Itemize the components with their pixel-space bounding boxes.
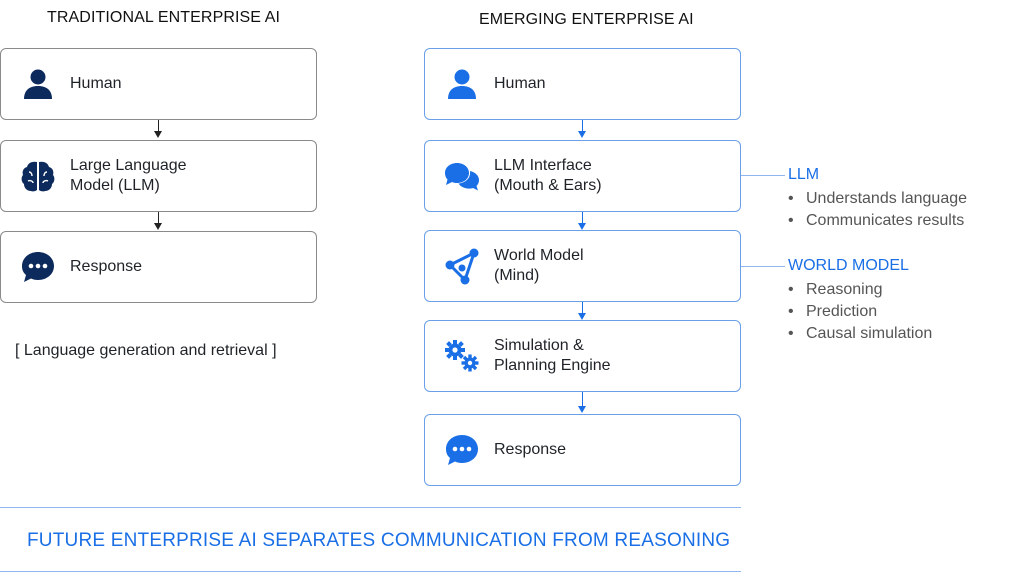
left-llm-box: Large Language Model (LLM) [0,140,317,212]
list-item: Prediction [788,301,932,323]
right-llm-interface-box: LLM Interface (Mouth & Ears) [424,140,741,212]
right-arrow-1-head [578,131,586,138]
right-simulation-label: Simulation & Planning Engine [494,337,611,374]
left-arrow-2 [158,212,159,224]
network-icon [445,248,479,285]
left-llm-label: Large Language Model (LLM) [70,157,187,194]
right-human-box: Human [424,48,741,120]
list-item: Understands language [788,188,967,210]
brain-icon [21,161,55,192]
llm-annotation-list: Understands language Communicates result… [788,188,967,232]
left-response-box: Response [0,231,317,303]
world-model-connector-line [741,266,785,267]
right-arrow-2 [582,212,583,224]
gears-icon [445,340,479,372]
footer-bottom-divider [0,571,741,572]
chat-bubble-icon [22,252,54,282]
left-arrow-1 [158,120,159,132]
right-llm-interface-label: LLM Interface (Mouth & Ears) [494,157,602,194]
left-human-label: Human [70,75,122,92]
right-arrow-1 [582,120,583,132]
right-arrow-3-head [578,313,586,320]
person-icon [24,69,52,99]
footer-top-divider [0,507,741,508]
left-caption: [ Language generation and retrieval ] [15,342,277,359]
chat-bubble-icon [446,435,478,465]
llm-annotation-title: LLM [788,166,820,183]
list-item: Causal simulation [788,323,932,345]
person-icon [448,69,476,99]
right-response-label: Response [494,441,567,458]
footer-banner-text: FUTURE ENTERPRISE AI SEPARATES COMMUNICA… [27,530,731,551]
right-column-title: EMERGING ENTERPRISE AI [479,11,694,28]
left-response-label: Response [70,258,143,275]
right-human-label: Human [494,75,546,92]
right-arrow-4-head [578,406,586,413]
right-response-box: Response [424,414,741,486]
right-arrow-3 [582,302,583,314]
right-world-model-box: World Model (Mind) [424,230,741,302]
left-arrow-1-head [154,131,162,138]
left-column-title: TRADITIONAL ENTERPRISE AI [47,9,281,26]
llm-connector-line [741,175,785,176]
left-arrow-2-head [154,223,162,230]
right-arrow-2-head [578,223,586,230]
right-arrow-4 [582,392,583,407]
right-simulation-box: Simulation & Planning Engine [424,320,741,392]
world-model-annotation-title: WORLD MODEL [788,257,909,274]
right-world-model-label: World Model (Mind) [494,247,584,284]
left-human-box: Human [0,48,317,120]
list-item: Communicates results [788,210,967,232]
chat-bubbles-icon [445,163,479,191]
list-item: Reasoning [788,279,932,301]
world-model-annotation-list: Reasoning Prediction Causal simulation [788,279,932,345]
